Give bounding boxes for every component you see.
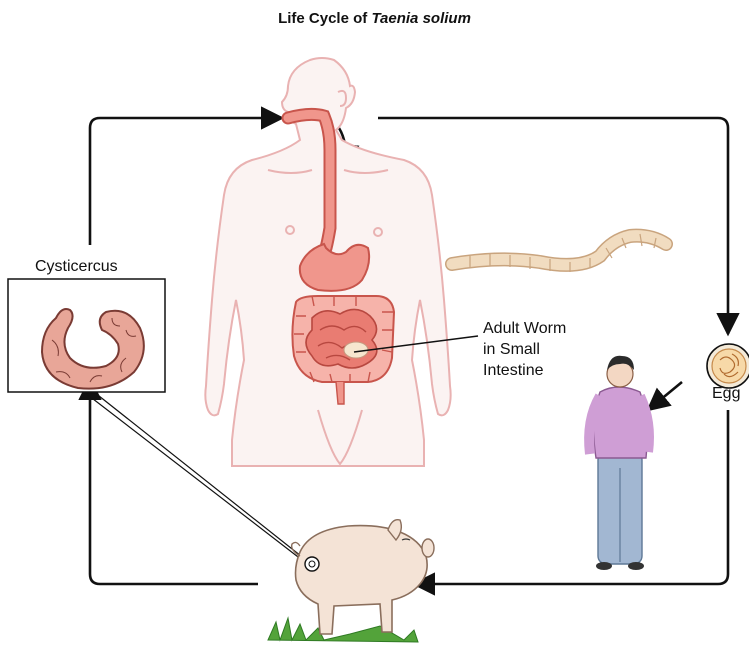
tapeworm-body-fill bbox=[452, 236, 666, 265]
adult-worm-label-line-1: Adult Worm bbox=[483, 318, 566, 339]
pig-snout bbox=[422, 539, 434, 557]
human-host bbox=[589, 356, 649, 570]
adult-worm-label: Adult Worm in Small Intestine bbox=[483, 318, 566, 381]
shoe-left bbox=[596, 562, 612, 570]
tapeworm-adult bbox=[452, 234, 666, 272]
adult-worm-label-line-2: in Small bbox=[483, 339, 566, 360]
small-intestine bbox=[306, 309, 377, 368]
egg-label: Egg bbox=[712, 383, 740, 404]
arrow-egg-to-human bbox=[648, 382, 682, 410]
grass bbox=[268, 618, 418, 642]
cysticercus-label: Cysticercus bbox=[35, 256, 118, 277]
cyst-in-pig bbox=[305, 557, 319, 571]
arrow-pig-to-cysticercus bbox=[90, 379, 258, 584]
pig bbox=[268, 520, 434, 642]
shoe-right bbox=[628, 562, 644, 570]
rectum bbox=[336, 382, 344, 404]
pig-body bbox=[296, 526, 428, 634]
egg-icon bbox=[707, 344, 749, 388]
adult-worm-label-line-3: Intestine bbox=[483, 360, 566, 381]
arrow-egg-to-pig bbox=[414, 410, 728, 584]
